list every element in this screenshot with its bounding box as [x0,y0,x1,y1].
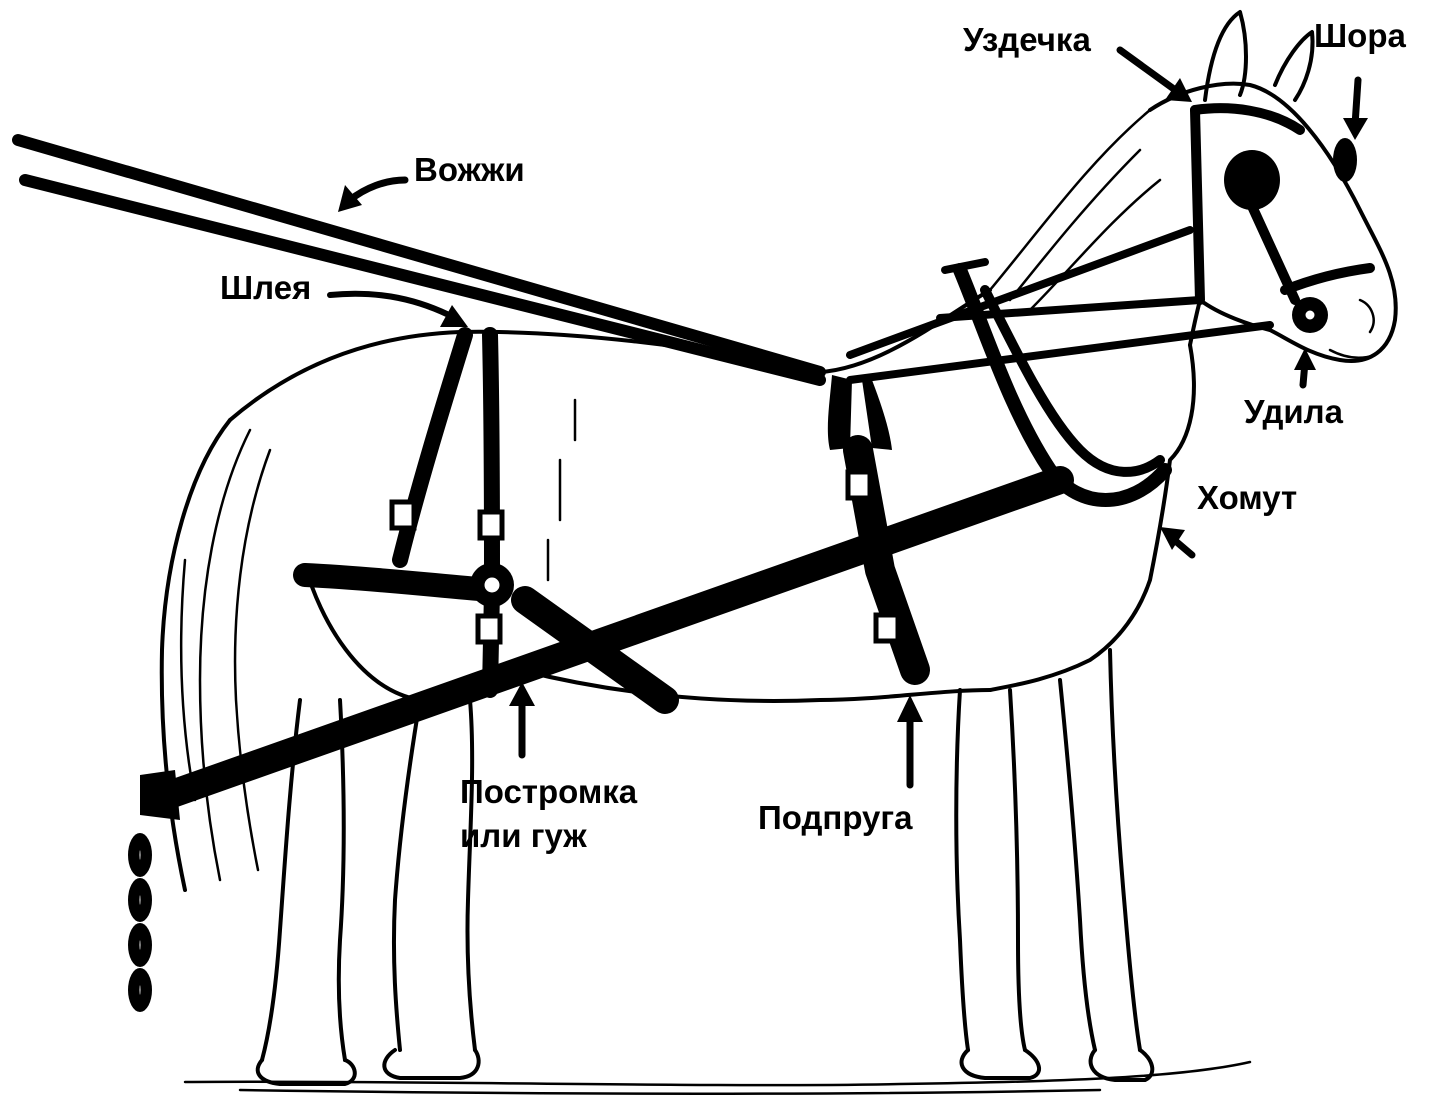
arrow-blinker [1343,80,1368,140]
label-trace-line2: или гуж [460,816,587,856]
label-girth: Подпруга [758,798,913,838]
arrow-trace [509,682,535,755]
arrow-breeching [330,294,468,327]
arrow-collar [1160,527,1192,555]
label-reins: Вожжи [414,150,525,190]
chain [128,833,152,1012]
label-breeching: Шлея [220,268,311,308]
arrow-reins [338,180,405,212]
collar [945,262,1165,500]
label-bit: Удила [1244,392,1343,432]
blinker-shape [1224,138,1357,210]
label-collar: Хомут [1197,478,1297,518]
label-trace-line1: Постромка [460,772,637,812]
horse-body [162,12,1396,1084]
arrow-girth [897,695,923,785]
label-blinker: Шора [1314,16,1406,56]
arrow-bridle [1120,50,1192,102]
label-bridle: Уздечка [963,20,1091,60]
